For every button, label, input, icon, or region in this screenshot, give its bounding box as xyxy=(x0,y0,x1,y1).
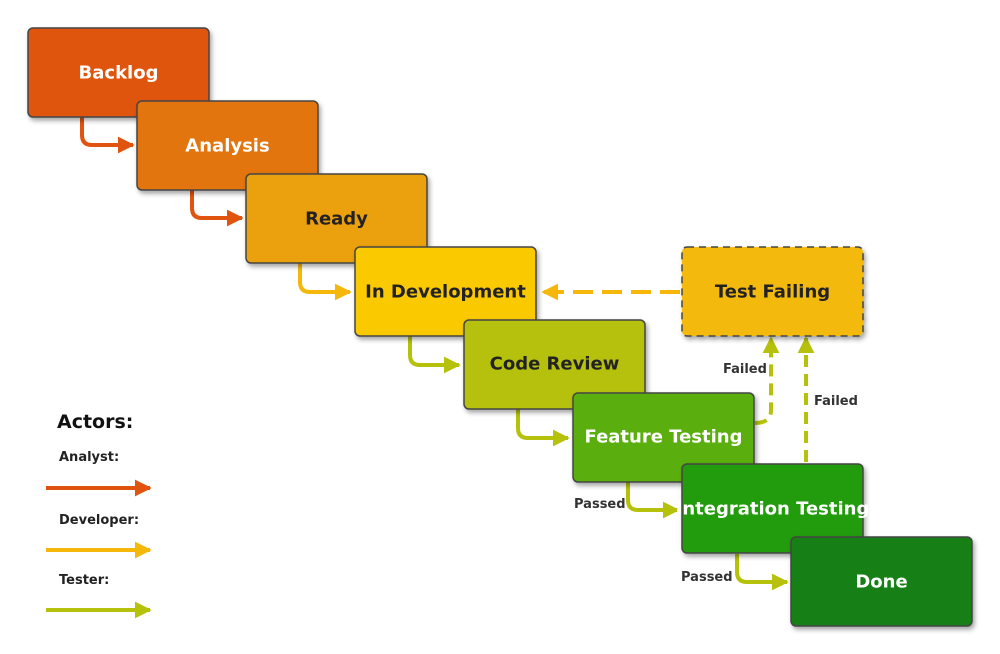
stage-box-feature-testing xyxy=(572,392,755,483)
edge-label-failed-integration: Failed xyxy=(814,394,858,409)
edge-analysis-ready xyxy=(190,188,244,227)
legend-label-analyst: Analyst: xyxy=(59,450,119,465)
stage-label-in-development: In Development xyxy=(365,282,526,303)
stage-label-test-failing: Test Failing xyxy=(715,282,830,303)
stage-label-backlog: Backlog xyxy=(79,63,159,84)
edge-label-passed-feature: Passed xyxy=(574,497,626,512)
stage-ready: Ready xyxy=(245,173,428,264)
edge-backlog-analysis xyxy=(80,115,135,154)
edge-code-review-feature-testing xyxy=(516,409,570,447)
stages: Backlog Analysis Ready In Development Co… xyxy=(27,27,973,627)
stage-box-in-development xyxy=(354,246,537,337)
stage-test-failing: Test Failing xyxy=(681,246,864,337)
legend-title: Actors: xyxy=(57,411,133,433)
edge-integration-testing-done xyxy=(735,554,789,591)
stage-box-code-review xyxy=(463,319,646,410)
edge-in-development-code-review xyxy=(408,336,461,374)
stage-label-analysis: Analysis xyxy=(185,136,269,157)
stage-box-analysis xyxy=(136,100,319,191)
stage-label-integration-testing: Integration Testing xyxy=(676,499,870,520)
stage-analysis: Analysis xyxy=(136,100,319,191)
legend-label-tester: Tester: xyxy=(59,573,109,588)
edge-labels: Failed Failed Passed Passed xyxy=(574,362,858,585)
legend: Actors: Analyst: Developer: Tester: xyxy=(46,411,152,619)
stage-label-ready: Ready xyxy=(305,209,368,230)
stage-in-development: In Development xyxy=(354,246,537,337)
edge-feature-testing-test-failing xyxy=(754,336,780,425)
edge-feature-testing-integration-testing xyxy=(626,482,680,519)
edge-label-failed-feature: Failed xyxy=(723,362,767,377)
stage-integration-testing: Integration Testing xyxy=(676,463,870,554)
transitions xyxy=(80,115,815,591)
edge-ready-in-development xyxy=(298,262,352,301)
stage-code-review: Code Review xyxy=(463,319,646,410)
stage-box-test-failing xyxy=(681,246,864,337)
stage-label-code-review: Code Review xyxy=(490,354,620,375)
stage-feature-testing: Feature Testing xyxy=(572,392,755,483)
stage-box-backlog xyxy=(27,27,210,118)
stage-box-ready xyxy=(245,173,428,264)
stage-label-done: Done xyxy=(855,572,907,593)
edge-label-passed-integration: Passed xyxy=(681,570,733,585)
stage-done: Done xyxy=(790,536,973,627)
stage-box-done xyxy=(790,536,973,627)
stage-backlog: Backlog xyxy=(27,27,210,118)
legend-label-developer: Developer: xyxy=(59,513,139,528)
stage-box-integration-testing xyxy=(681,463,864,554)
stage-label-feature-testing: Feature Testing xyxy=(585,427,743,448)
